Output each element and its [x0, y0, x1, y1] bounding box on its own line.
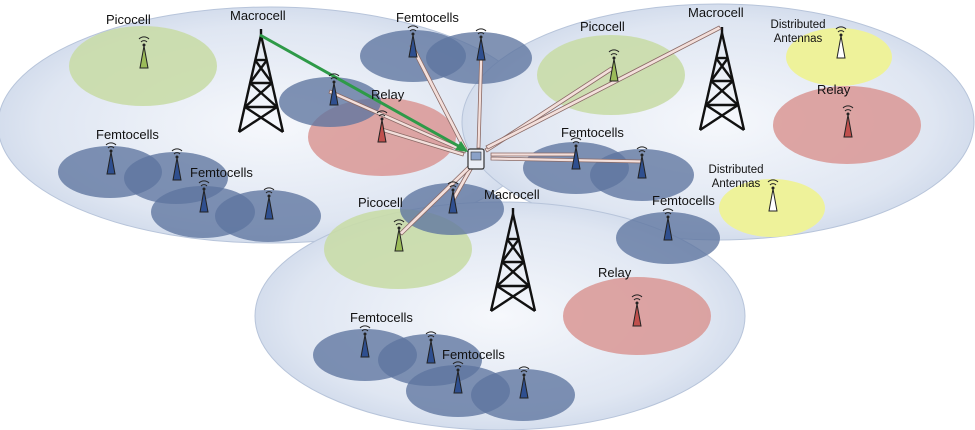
- distributed-antennas-label-line: Antennas: [711, 178, 761, 190]
- femtocells-label: Femtocells: [96, 127, 159, 142]
- macrocell-tower-icon: [698, 27, 746, 132]
- macrocell-label: Macrocell: [688, 5, 744, 20]
- femtocell-area: [279, 77, 381, 127]
- distributed-antennas-label-line: Distributed: [770, 19, 826, 31]
- relay-label: Relay: [371, 87, 405, 102]
- macrocell-label: Macrocell: [484, 187, 540, 202]
- link-arrow: [485, 25, 722, 150]
- distributed-antennas-label-line: Distributed: [708, 164, 764, 176]
- femtocells-label: Femtocells: [396, 10, 459, 25]
- link-arrow: [490, 152, 577, 157]
- relay-label: Relay: [817, 82, 851, 97]
- picocell-label: Picocell: [106, 12, 151, 27]
- femtocells-label: Femtocells: [561, 125, 624, 140]
- macrocell-tower-icon: [489, 208, 537, 313]
- picocell-label: Picocell: [358, 195, 403, 210]
- distributed-antennas-label: Distributed Antennas: [700, 163, 772, 191]
- link-arrow: [328, 89, 467, 154]
- femtocells-label: Femtocells: [442, 347, 505, 362]
- macrocell-label: Macrocell: [230, 8, 286, 23]
- user-equipment-icon: [467, 148, 485, 170]
- distributed-antennas-label-line: Antennas: [773, 33, 823, 45]
- femtocells-label: Femtocells: [652, 193, 715, 208]
- distributed-antennas-label: Distributed Antennas: [762, 18, 834, 46]
- femtocells-label: Femtocells: [190, 165, 253, 180]
- macrocell-tower-icon: [237, 29, 285, 134]
- link-arrows: [328, 25, 722, 236]
- femtocells-label: Femtocells: [350, 310, 413, 325]
- picocell-label: Picocell: [580, 19, 625, 34]
- backhaul-arrow: [259, 33, 468, 152]
- relay-label: Relay: [598, 265, 632, 280]
